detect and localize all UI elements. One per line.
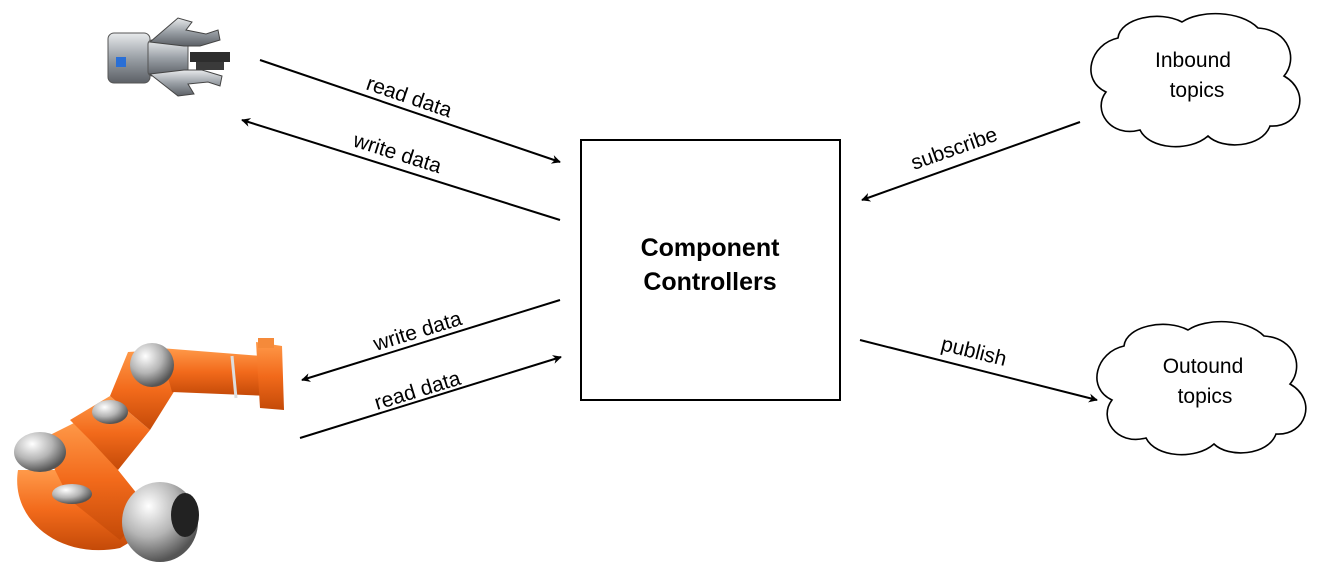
arm-write-label: write data: [370, 307, 465, 356]
arm-read-arrow: [299, 355, 562, 439]
component-controllers-box: [580, 139, 841, 401]
outbound-topics-label-line1: Outound: [1163, 355, 1244, 378]
arm-write-arrow: [301, 299, 561, 382]
inbound-topics-cloud: [1090, 12, 1301, 148]
component-controllers-title-line1: Component: [641, 234, 781, 262]
robotic-gripper-icon: [107, 17, 230, 97]
gripper-write-label: write data: [350, 129, 445, 179]
publish-arrow: [859, 339, 1098, 403]
outbound-topics-label-line2: topics: [1178, 385, 1233, 408]
inbound-topics-label-line2: topics: [1170, 79, 1225, 102]
outbound-topics-cloud: [1096, 320, 1307, 456]
component-controllers-title-line2: Controllers: [643, 268, 776, 296]
arm-read-label: read data: [372, 367, 464, 415]
publish-label: publish: [939, 333, 1009, 371]
subscribe-arrow: [861, 121, 1081, 202]
gripper-read-label: read data: [363, 72, 455, 122]
gripper-read-arrow: [259, 59, 561, 164]
inbound-topics-label-line1: Inbound: [1155, 49, 1231, 72]
robot-arm-icon: [14, 338, 284, 562]
gripper-write-arrow: [241, 118, 561, 221]
